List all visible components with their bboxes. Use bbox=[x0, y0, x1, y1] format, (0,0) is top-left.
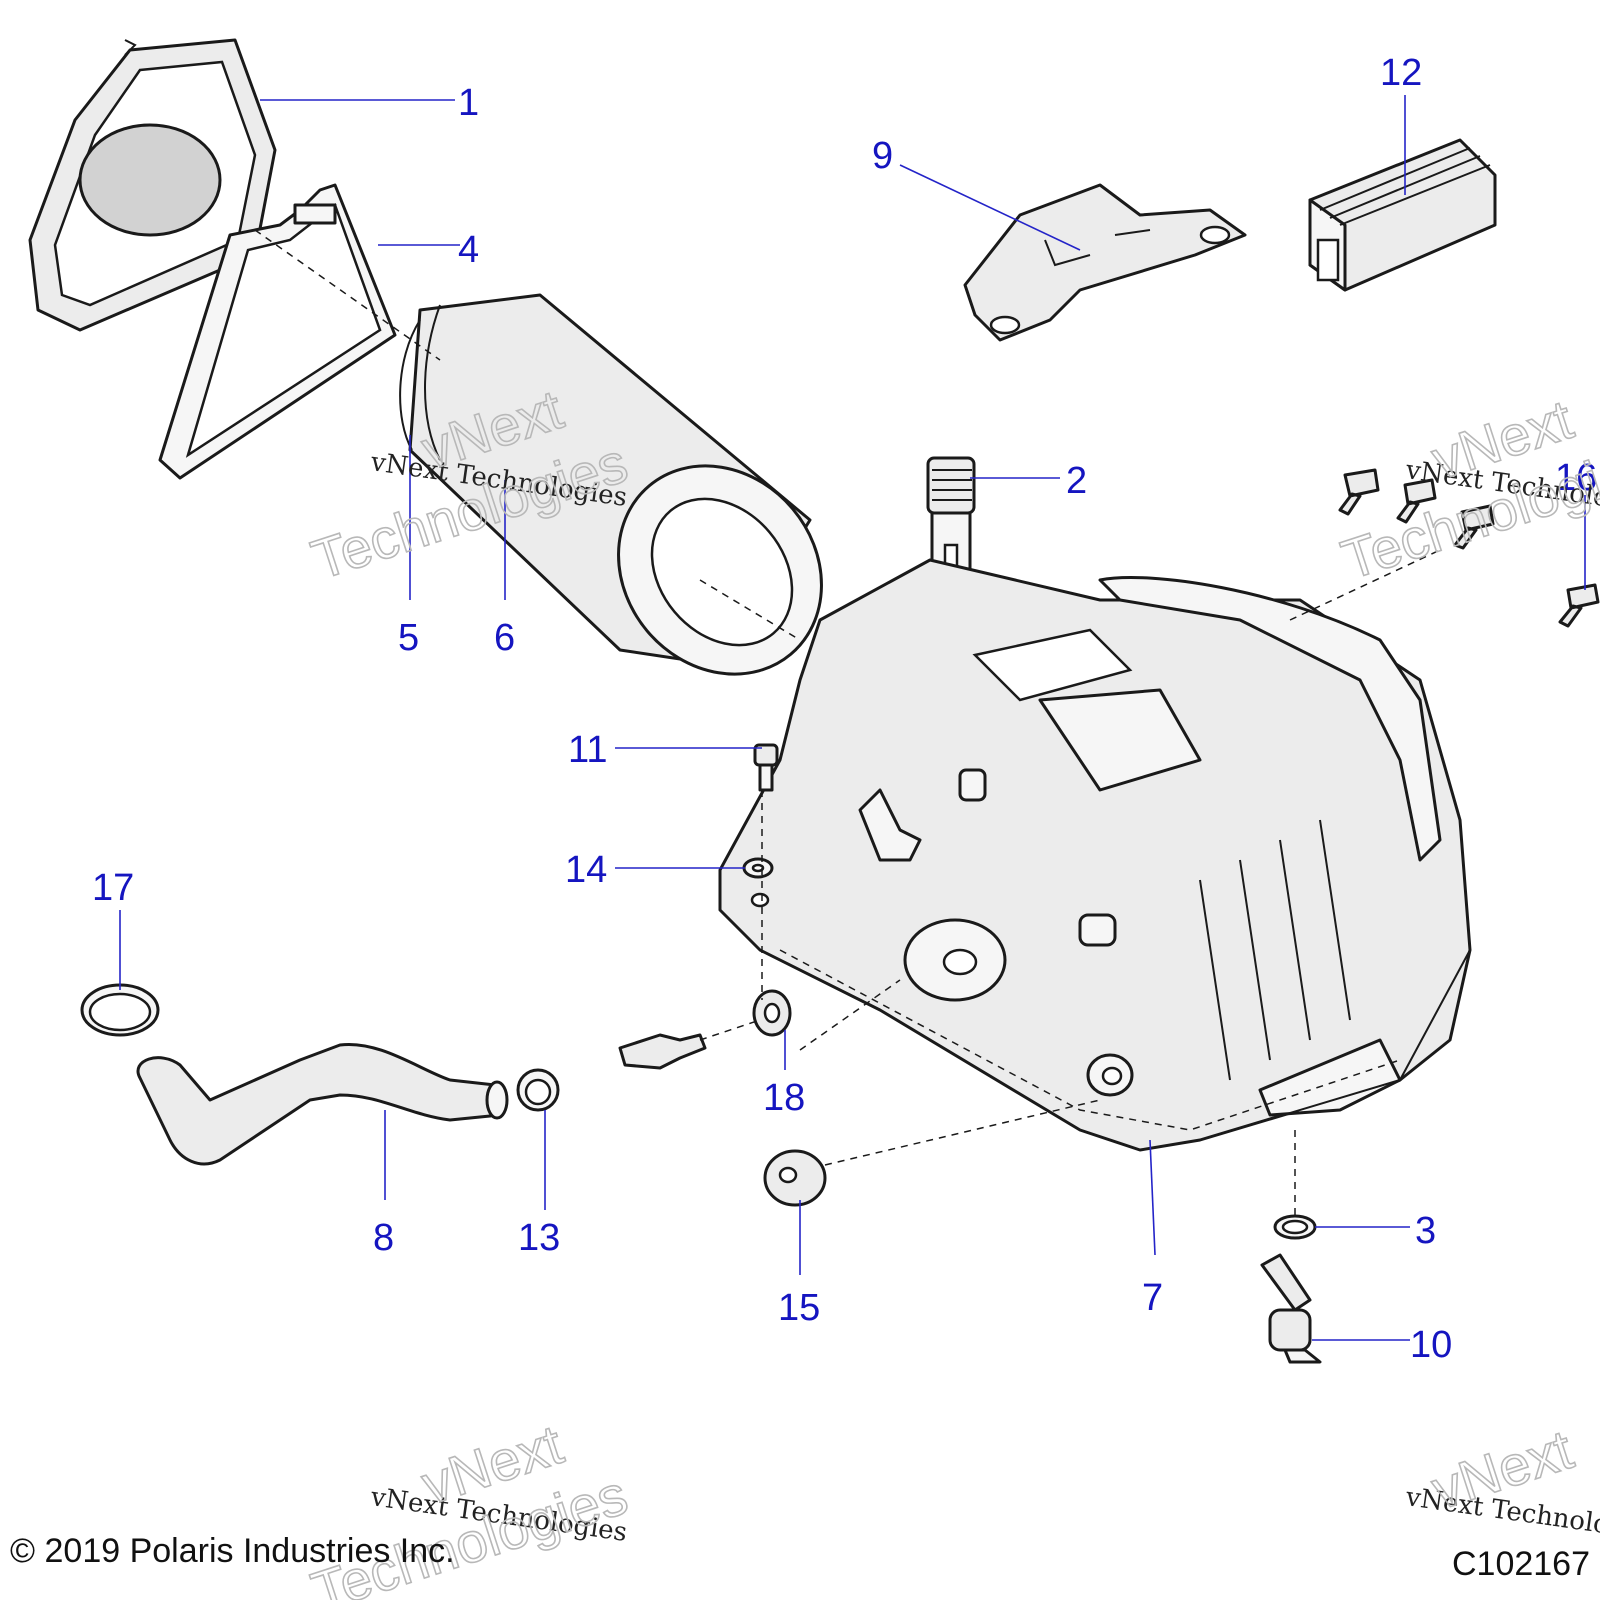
part-18-grommet bbox=[752, 989, 792, 1037]
part-4-seal bbox=[158, 183, 397, 480]
callout-9: 9 bbox=[872, 135, 893, 177]
callout-4: 4 bbox=[458, 229, 479, 271]
callout-18: 18 bbox=[763, 1077, 805, 1119]
callout-14: 14 bbox=[565, 849, 607, 891]
leader-lines bbox=[119, 95, 1586, 1341]
part-17-clamp bbox=[80, 983, 160, 1037]
part-10-drain-plug bbox=[1260, 1253, 1322, 1364]
drain-connector bbox=[618, 1033, 707, 1070]
callout-15: 15 bbox=[778, 1287, 820, 1329]
callout-17: 17 bbox=[92, 867, 134, 909]
part-11-bolt bbox=[753, 743, 779, 792]
diagram-code: C102167 bbox=[1452, 1545, 1590, 1583]
callout-16: 16 bbox=[1555, 457, 1597, 499]
part-8-hose bbox=[136, 1042, 509, 1166]
callout-1: 1 bbox=[458, 82, 479, 124]
part-12-rubber-strip bbox=[1308, 138, 1497, 292]
callout-2: 2 bbox=[1066, 460, 1087, 502]
part-13-clamp bbox=[516, 1068, 560, 1112]
part-16-screws bbox=[1338, 468, 1600, 628]
copyright-text: © 2019 Polaris Industries Inc. bbox=[10, 1532, 455, 1570]
callout-3: 3 bbox=[1415, 1210, 1436, 1252]
callout-6: 6 bbox=[494, 617, 515, 659]
callout-12: 12 bbox=[1380, 52, 1422, 94]
part-14-washer bbox=[742, 857, 774, 879]
assembly-lines bbox=[254, 229, 1441, 1215]
part-7-airbox-body bbox=[718, 558, 1472, 1152]
callout-13: 13 bbox=[518, 1217, 560, 1259]
part-1-airbox-cover bbox=[28, 38, 277, 332]
part-9-bracket bbox=[963, 183, 1247, 342]
callout-numbers: 1 2 3 4 5 6 7 8 9 10 11 12 13 14 15 16 1… bbox=[92, 52, 1597, 1366]
callout-10: 10 bbox=[1410, 1324, 1452, 1366]
callout-8: 8 bbox=[373, 1217, 394, 1259]
callout-7: 7 bbox=[1142, 1277, 1163, 1319]
callout-11: 11 bbox=[568, 729, 607, 771]
part-15-grommet bbox=[763, 1149, 827, 1207]
callout-5: 5 bbox=[398, 617, 419, 659]
part-3-o-ring bbox=[1273, 1214, 1317, 1240]
part-6-air-filter bbox=[399, 293, 823, 676]
